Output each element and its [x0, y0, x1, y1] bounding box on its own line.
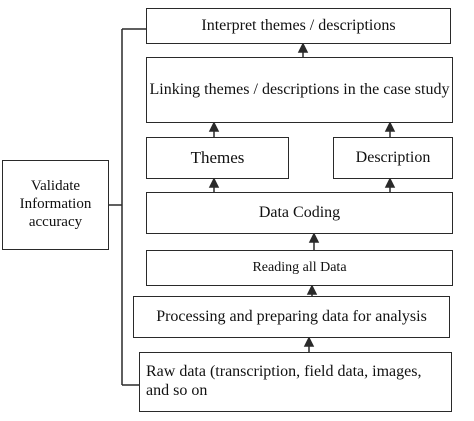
node-interpret: Interpret themes / descriptions: [146, 8, 451, 44]
node-linking-label: Linking themes / descriptions in the cas…: [149, 80, 450, 98]
arrow-themes-to-linking: [208, 121, 220, 137]
node-data-coding-label: Data Coding: [258, 203, 341, 221]
node-data-coding: Data Coding: [146, 192, 453, 234]
arrow-coding-to-description: [384, 177, 396, 192]
arrow-coding-to-themes: [208, 177, 220, 192]
flow-arrows: [208, 42, 396, 352]
node-linking: Linking themes / descriptions in the cas…: [146, 57, 453, 123]
node-description: Description: [333, 137, 453, 179]
node-validate-label: Validate Information accuracy: [19, 178, 92, 230]
validation-bracket: [109, 28, 146, 386]
node-description-label: Description: [355, 148, 431, 166]
node-processing-label: Processing and preparing data for analys…: [156, 307, 427, 325]
node-processing: Processing and preparing data for analys…: [133, 296, 450, 338]
node-interpret-label: Interpret themes / descriptions: [201, 16, 396, 34]
node-reading-data-label: Reading all Data: [252, 259, 347, 275]
arrow-linking-to-interpret: [297, 42, 309, 57]
arrow-processing-to-reading: [306, 284, 318, 296]
node-validate: Validate Information accuracy: [2, 160, 109, 250]
node-raw-data-label: Raw data (transcription, field data, ima…: [146, 363, 422, 399]
node-themes-label: Themes: [190, 147, 245, 167]
node-raw-data: Raw data (transcription, field data, ima…: [139, 352, 452, 412]
arrow-description-to-linking: [384, 121, 396, 137]
arrow-reading-to-coding: [308, 232, 320, 250]
node-themes: Themes: [146, 137, 289, 179]
arrow-raw-to-processing: [303, 336, 315, 352]
node-reading-data: Reading all Data: [146, 250, 453, 286]
